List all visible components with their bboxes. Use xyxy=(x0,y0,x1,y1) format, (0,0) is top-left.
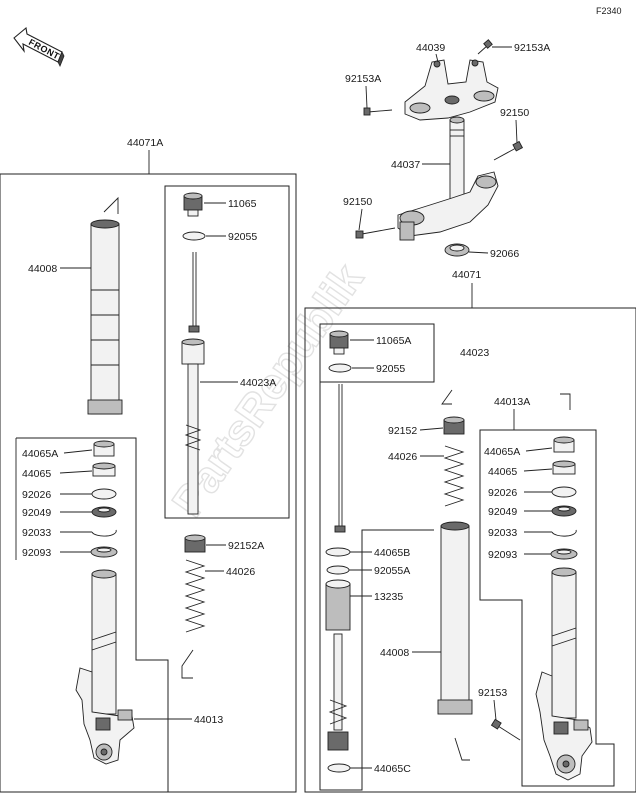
label-44013a: 44013A xyxy=(494,396,530,408)
label-44071a: 44071A xyxy=(127,137,163,149)
washer-92026-left xyxy=(91,488,117,500)
label-92150-right: 92150 xyxy=(500,107,529,119)
label-92055a: 92055A xyxy=(374,565,410,577)
label-92033-left: 92033 xyxy=(22,527,51,539)
oring-92055 xyxy=(182,231,206,241)
bushing-44065a-right xyxy=(553,436,575,453)
label-44023: 44023 xyxy=(460,347,489,359)
label-92153: 92153 xyxy=(478,687,507,699)
label-92153a-top: 92153A xyxy=(514,42,550,54)
spring-44026-left xyxy=(184,559,206,633)
cap-11065 xyxy=(183,192,203,217)
label-92026-right: 92026 xyxy=(488,487,517,499)
inner-tube-44013-left xyxy=(75,569,135,765)
bushing-44065-right xyxy=(552,460,576,475)
bushing-44065c xyxy=(327,763,351,773)
subbox-44013-left xyxy=(16,437,169,792)
oring-92055-right xyxy=(328,363,352,373)
label-92152: 92152 xyxy=(388,425,417,437)
ring-92033-right xyxy=(551,529,577,537)
label-44037: 44037 xyxy=(391,159,420,171)
cylinder-13235 xyxy=(325,579,351,631)
outer-tube-44008-left xyxy=(87,219,123,415)
label-92066: 92066 xyxy=(490,248,519,260)
break-mark xyxy=(103,196,119,214)
label-44065c: 44065C xyxy=(374,763,411,775)
assembly-box-44071a xyxy=(0,173,297,793)
label-44065-left: 44065 xyxy=(22,468,51,480)
subbox-44013a xyxy=(479,429,615,787)
spring-44026-right xyxy=(443,445,465,507)
outer-tube-44008-right xyxy=(437,521,473,715)
bushing-44065-left xyxy=(92,462,116,477)
break-mark-right-box xyxy=(560,393,571,410)
front-arrow-icon: FRONT xyxy=(13,26,65,67)
label-44065a-right: 44065A xyxy=(484,446,520,458)
subbox-44023a xyxy=(164,185,290,519)
label-11065: 11065 xyxy=(228,198,257,210)
seal-92066 xyxy=(444,243,470,257)
subbox-44023-lower xyxy=(319,382,434,791)
oring-92055a xyxy=(326,565,350,575)
washer-92026-right xyxy=(551,486,577,498)
label-44065-right: 44065 xyxy=(488,466,517,478)
bolt-92150-right xyxy=(493,140,524,161)
label-92153a-left: 92153A xyxy=(345,73,381,85)
label-92026-left: 92026 xyxy=(22,489,51,501)
label-92093-right: 92093 xyxy=(488,549,517,561)
label-44013: 44013 xyxy=(194,714,223,726)
label-92150-left: 92150 xyxy=(343,196,372,208)
bolt-92150-left xyxy=(355,227,396,239)
cartridge-44023a xyxy=(181,338,205,515)
label-44026-left: 44026 xyxy=(226,566,255,578)
label-92152a: 92152A xyxy=(228,540,264,552)
nut-92152 xyxy=(443,416,465,435)
break-mark-right-bottom xyxy=(454,737,470,761)
figure-code: F2340 xyxy=(596,6,622,16)
label-44008-left: 44008 xyxy=(28,263,57,275)
bolt-92153a-left xyxy=(363,107,393,116)
ring-92033-left xyxy=(91,529,117,537)
label-44065a-left: 44065A xyxy=(22,448,58,460)
stem-44037 xyxy=(449,116,465,201)
label-44071: 44071 xyxy=(452,269,481,281)
label-92055: 92055 xyxy=(228,231,257,243)
label-92093-left: 92093 xyxy=(22,547,51,559)
bushing-44065b xyxy=(325,547,351,557)
label-92049-left: 92049 xyxy=(22,507,51,519)
lower-bracket xyxy=(397,171,499,241)
assembly-box-44071 xyxy=(304,307,636,793)
bolt-92153 xyxy=(490,718,521,741)
label-13235: 13235 xyxy=(374,591,403,603)
bolt-92153a-top xyxy=(477,39,493,55)
label-44065b: 44065B xyxy=(374,547,410,559)
upper-bracket xyxy=(404,59,499,121)
cap-11065a xyxy=(329,330,349,355)
damper-rod xyxy=(327,633,349,751)
nut-92152a xyxy=(184,534,206,553)
break-mark-right-top xyxy=(441,389,453,405)
label-44026-right: 44026 xyxy=(388,451,417,463)
label-44008-right: 44008 xyxy=(380,647,409,659)
label-44023a: 44023A xyxy=(240,377,276,389)
label-44039: 44039 xyxy=(416,42,445,54)
bushing-44065a-left xyxy=(93,440,115,457)
label-92049-right: 92049 xyxy=(488,506,517,518)
label-11065a: 11065A xyxy=(376,335,411,347)
subbox-44023 xyxy=(319,323,435,383)
break-mark-left xyxy=(181,649,194,679)
inner-tube-44013a xyxy=(535,567,593,781)
label-92033-right: 92033 xyxy=(488,527,517,539)
label-92055-right: 92055 xyxy=(376,363,405,375)
